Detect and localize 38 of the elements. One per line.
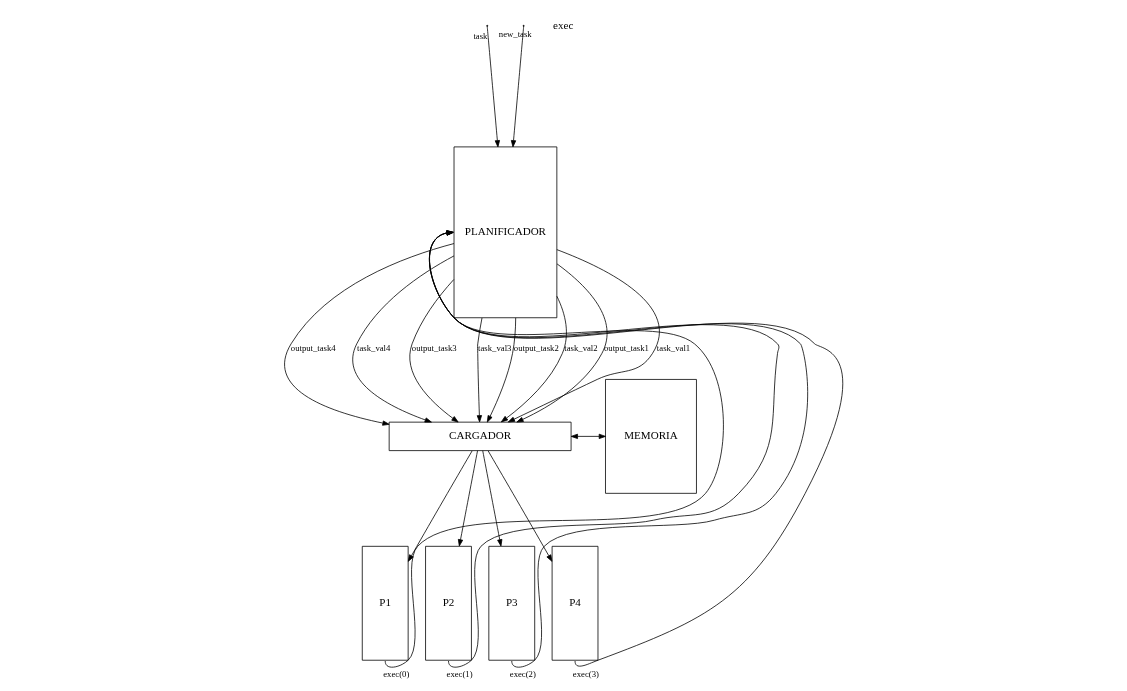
node-box: MEMORIA: [605, 379, 697, 494]
edge-label: output_task1: [604, 342, 649, 353]
edge-label: task_val1: [656, 342, 691, 353]
edge-label: exec(0): [383, 668, 410, 679]
node-box: CARGADOR: [388, 421, 572, 451]
arrow: [476, 317, 483, 423]
arrow: [516, 263, 608, 423]
arrow: [487, 450, 553, 562]
edge-label: task_val4: [357, 342, 391, 353]
arrow: [486, 317, 517, 423]
edge-label: output_task4: [290, 342, 336, 353]
arrow: [500, 295, 567, 423]
node-box: P2: [425, 545, 472, 661]
edge-label: new_task: [498, 29, 532, 40]
node-box: P3: [488, 545, 536, 661]
arrow: [486, 26, 500, 148]
node-box: P4: [551, 545, 599, 661]
arrow: [352, 255, 455, 423]
edge-label: task: [473, 30, 488, 41]
edge-label: exec(2): [509, 668, 536, 679]
edge-label: task_val2: [564, 342, 598, 353]
node-box: PLANIFICADOR: [453, 146, 558, 319]
edge-label: exec(1): [446, 668, 473, 679]
arrow: [570, 433, 606, 439]
edge-label: output_task3: [411, 342, 457, 353]
arrow: [284, 243, 455, 426]
arrow: [510, 26, 525, 148]
arrow: [409, 279, 459, 423]
arrow: [457, 450, 478, 547]
arrow: [507, 249, 660, 423]
edge-label: output_task2: [513, 342, 559, 353]
edge-label: task_val3: [478, 342, 512, 353]
label: exec: [553, 18, 574, 31]
arrow: [407, 450, 473, 562]
edge-label: exec(3): [572, 668, 599, 679]
node-box: P1: [361, 545, 409, 661]
arrow: [482, 450, 503, 547]
arrow: [384, 230, 724, 668]
